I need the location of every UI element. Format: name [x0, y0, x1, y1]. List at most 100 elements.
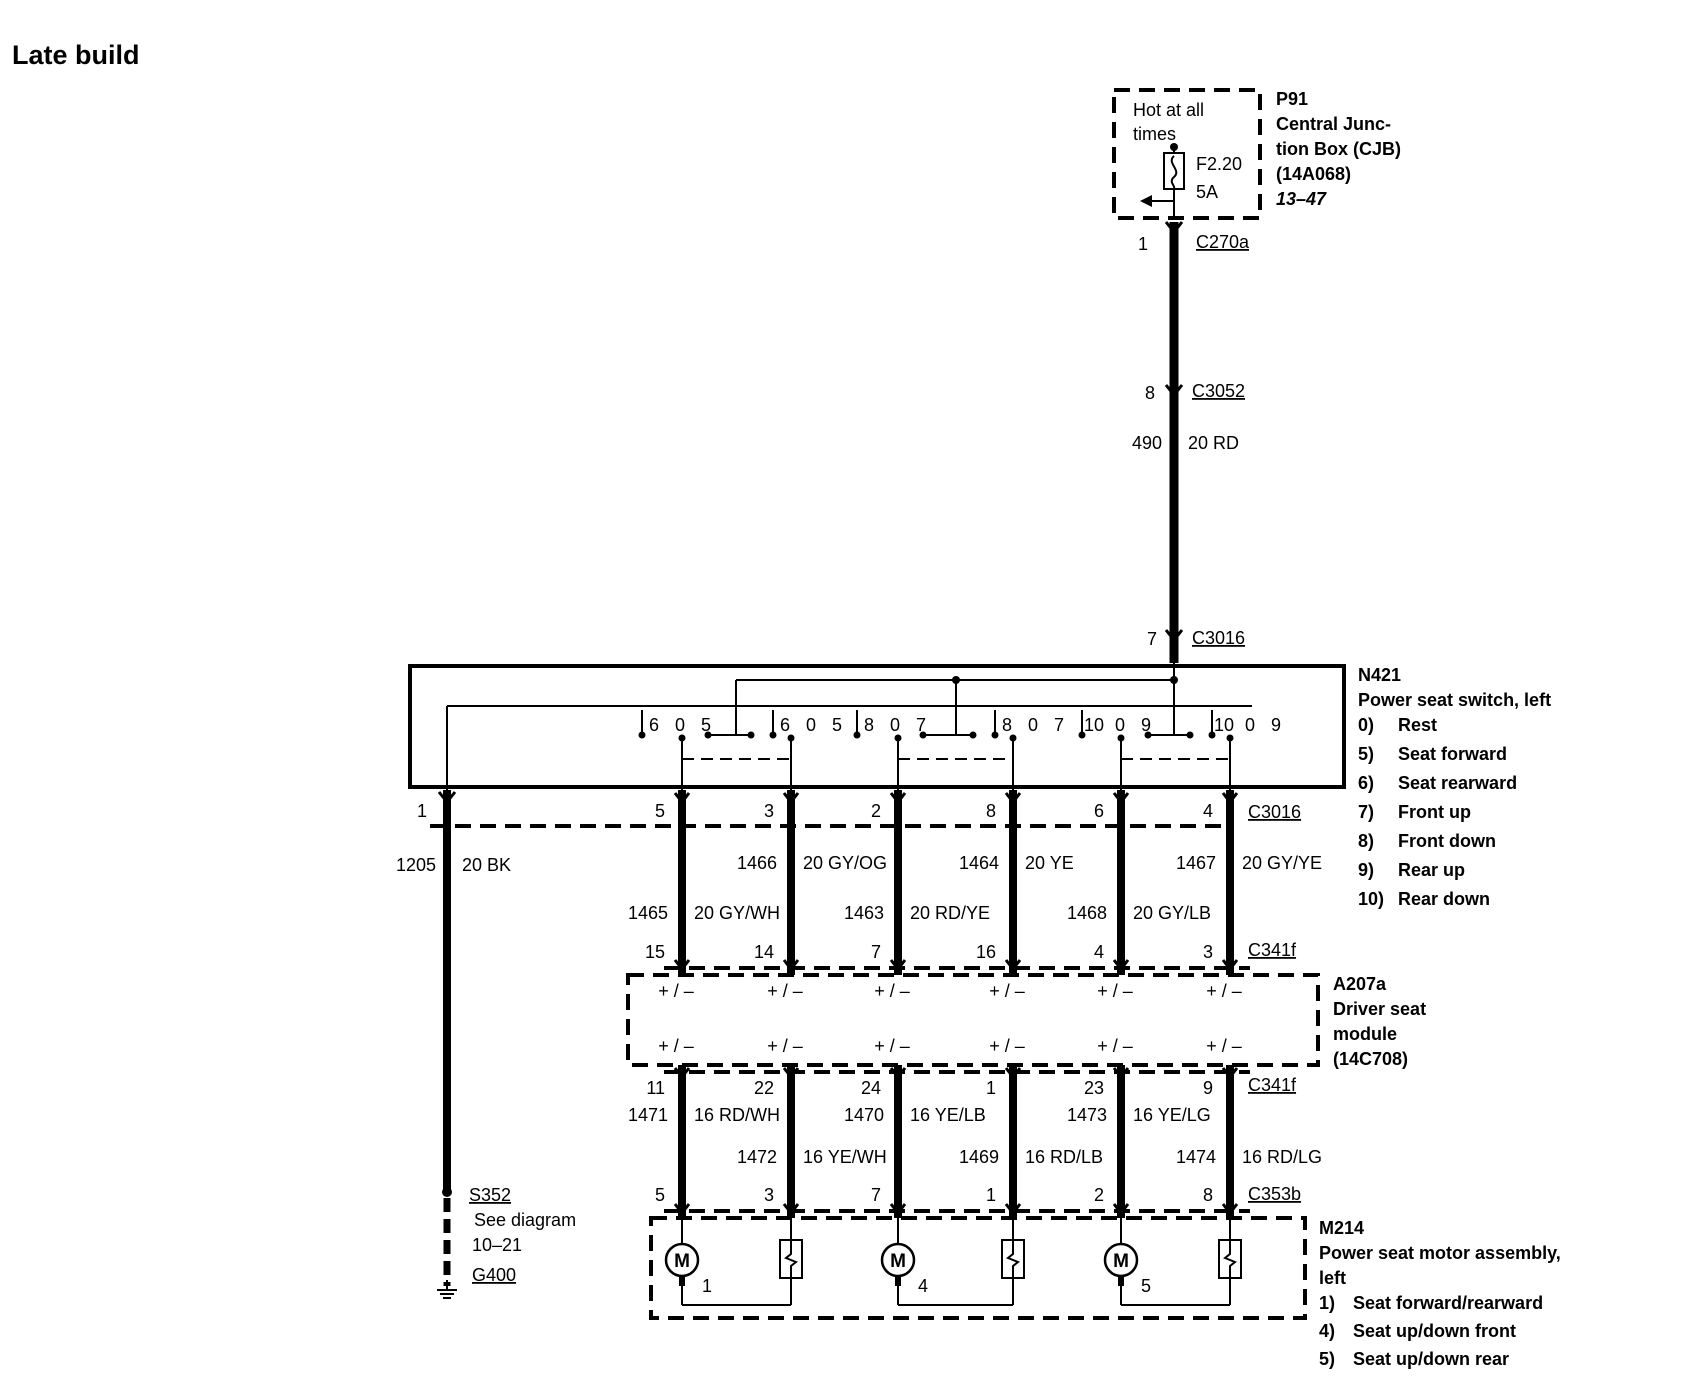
feed-circuit: 490: [1132, 433, 1162, 453]
switch-name: Power seat switch, left: [1358, 690, 1551, 710]
connector-arrow-icon: [889, 1067, 907, 1080]
ground-circuit: 1205: [396, 855, 436, 875]
switch-pin: 3: [764, 801, 774, 821]
switch-contact-label: 0: [806, 715, 816, 735]
module-pin: 3: [1203, 942, 1213, 962]
wire-color: 20 RD/YE: [910, 903, 990, 923]
motor-pin: 1: [986, 1185, 996, 1205]
switch-contact-label: 6: [780, 715, 790, 735]
switch-contact-dot: [919, 731, 927, 739]
connector-arrow-icon: [1221, 1067, 1239, 1080]
switch-contact-label: 0: [1028, 715, 1038, 735]
connector-arrow-icon: [673, 1203, 691, 1216]
c270a-pin: 1: [1138, 234, 1148, 254]
hot-label-2: times: [1133, 124, 1176, 144]
motor-number: 1: [702, 1276, 712, 1296]
wire-color: 16 YE/LG: [1133, 1105, 1211, 1125]
driver-seat-module-outline: [626, 973, 1320, 1067]
polarity-label: + / –: [658, 981, 694, 1001]
polarity-label: + / –: [1097, 981, 1133, 1001]
ground-symbol-icon: [437, 1280, 457, 1299]
module-name-1: Driver seat: [1333, 999, 1426, 1019]
switch-contact-label: 10: [1084, 715, 1104, 735]
polarity-label: + / –: [874, 981, 910, 1001]
module-pin: 7: [871, 942, 881, 962]
motor-legend-label: Seat up/down front: [1353, 1321, 1516, 1341]
motor-pin: 5: [655, 1185, 665, 1205]
circuit-breaker-icon: [779, 1218, 803, 1279]
power-seat-switch: [408, 663, 1346, 790]
motor-pin: 7: [871, 1185, 881, 1205]
connector-arrow-icon: [1112, 792, 1130, 805]
circuit-breaker-icon: [1218, 1218, 1242, 1279]
switch-position-num: 6): [1358, 773, 1374, 793]
module-pin: 22: [754, 1078, 774, 1098]
wire-color: 16 RD/LB: [1025, 1147, 1103, 1167]
see-diagram-2: 10–21: [472, 1235, 522, 1255]
circuit-number: 1469: [959, 1147, 999, 1167]
motor-number: 4: [918, 1276, 928, 1296]
module-pin: 9: [1203, 1078, 1213, 1098]
switch-contact-dot: [1144, 731, 1152, 739]
circuit-number: 1473: [1067, 1105, 1107, 1125]
switch-contact-label: 8: [864, 715, 874, 735]
switch-position-label: Front down: [1398, 831, 1496, 851]
module-name-3: (14C708): [1333, 1049, 1408, 1069]
module-pin: 1: [986, 1078, 996, 1098]
switch-position-num: 9): [1358, 860, 1374, 880]
motor-number: 5: [1141, 1276, 1151, 1296]
splice-id: S352: [469, 1185, 511, 1205]
c3016-feed-pin: 7: [1147, 629, 1157, 649]
switch-position-label: Rest: [1398, 715, 1437, 735]
switch-position-label: Front up: [1398, 802, 1471, 822]
switch-pin: 6: [1094, 801, 1104, 821]
switch-pin: 4: [1203, 801, 1213, 821]
switch-contact-label: 0: [1115, 715, 1125, 735]
motor-legend-label: Seat up/down rear: [1353, 1349, 1509, 1369]
circuit-breaker-icon: [1001, 1218, 1025, 1279]
module-pin: 11: [646, 1078, 665, 1098]
c270a-connector: C270a: [1196, 232, 1250, 252]
motor-pin: 3: [764, 1185, 774, 1205]
circuit-number: 1466: [737, 853, 777, 873]
fuse-icon: [1140, 143, 1185, 220]
switch-position-label: Rear up: [1398, 860, 1465, 880]
motor-assembly-name-2: left: [1319, 1268, 1346, 1288]
switch-contact-dot: [1078, 731, 1086, 739]
switch-pin: 2: [871, 801, 881, 821]
see-diagram-1: See diagram: [474, 1210, 576, 1230]
polarity-label: + / –: [874, 1036, 910, 1056]
switch-contact-dot: [1186, 731, 1194, 739]
wire-color: 20 GY/OG: [803, 853, 887, 873]
switch-contact-label: 5: [701, 715, 711, 735]
connector-arrow-icon: [1004, 1067, 1022, 1080]
ground-wire-color: 20 BK: [462, 855, 511, 875]
polarity-label: + / –: [1206, 1036, 1242, 1056]
switch-id: N421: [1358, 665, 1401, 685]
motor-legend-num: 1): [1319, 1293, 1335, 1313]
motor-symbol-label: M: [1113, 1251, 1129, 1272]
seat-motor-icon: M: [664, 1218, 792, 1306]
c3016-feed-connector: C3016: [1192, 628, 1245, 648]
wire-color: 16 RD/WH: [694, 1105, 780, 1125]
switch-position-num: 7): [1358, 802, 1374, 822]
polarity-label: + / –: [1206, 981, 1242, 1001]
circuit-number: 1471: [628, 1105, 668, 1125]
connector-arrow-icon: [782, 792, 800, 805]
switch-position-label: Seat rearward: [1398, 773, 1517, 793]
cjb-outline: [1112, 88, 1262, 220]
switch-position-label: Seat forward: [1398, 744, 1507, 764]
switch-contact-label: 8: [1002, 715, 1012, 735]
seat-motor-icon: M: [1103, 1218, 1231, 1306]
motor-symbol-label: M: [890, 1251, 906, 1272]
polarity-label: + / –: [1097, 1036, 1133, 1056]
cjb-page-ref: 13–47: [1276, 189, 1327, 209]
cjb-name-1: Central Junc-: [1276, 114, 1391, 134]
module-name-2: module: [1333, 1024, 1397, 1044]
motor-pin: 8: [1203, 1185, 1213, 1205]
